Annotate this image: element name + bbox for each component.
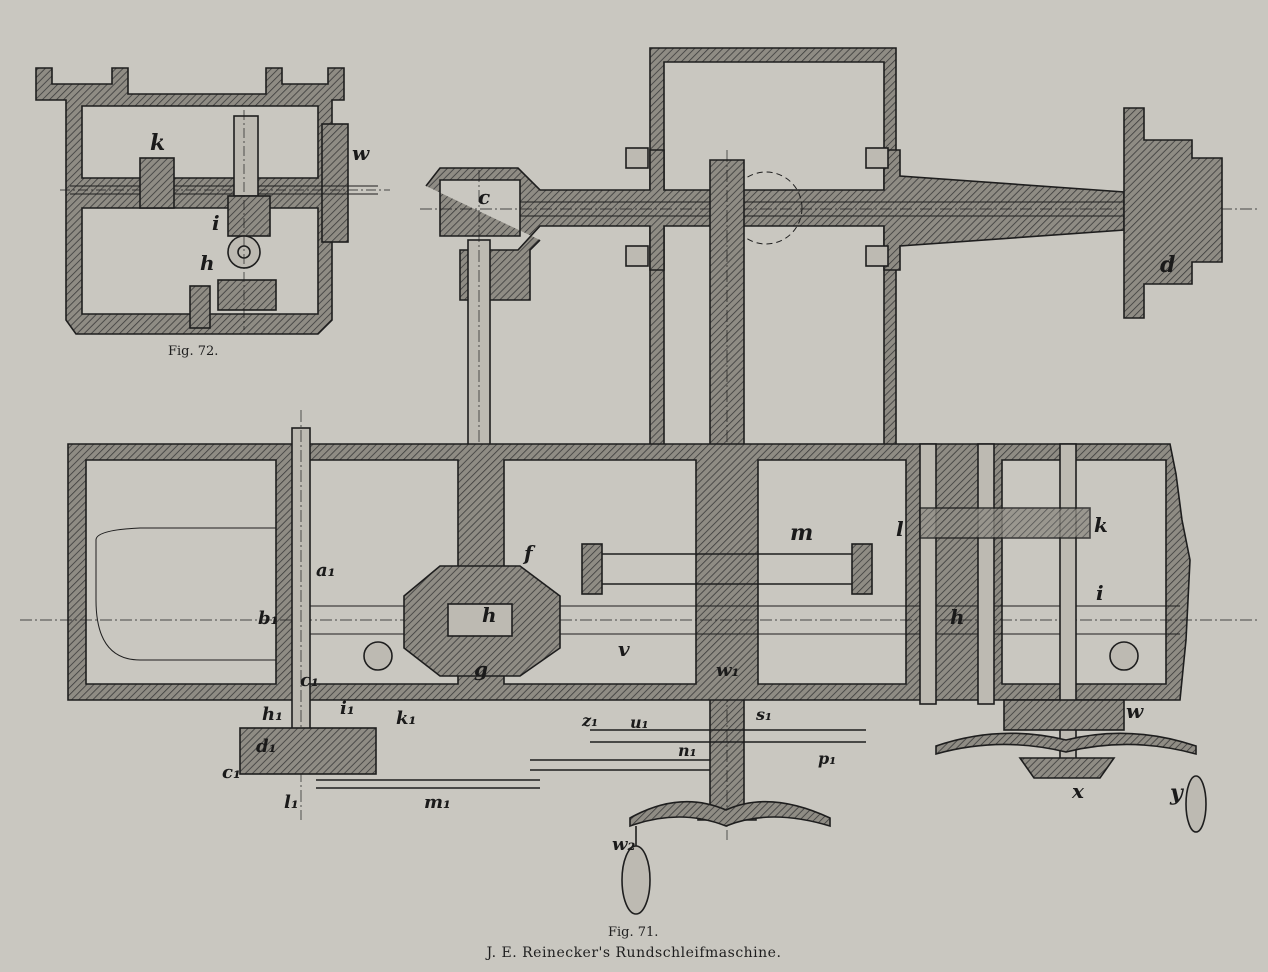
- fig72-vertical-shaft: [233, 115, 259, 197]
- label-w2: w₂: [612, 834, 635, 855]
- hub-x: [1018, 757, 1116, 779]
- label-y: y: [1169, 780, 1185, 806]
- label-c1-upper: c₁: [300, 670, 319, 691]
- label-v: v: [618, 637, 630, 661]
- label-m: m: [790, 520, 813, 546]
- label-x: x: [1071, 779, 1085, 803]
- label-g: g: [474, 657, 488, 681]
- label-h-main: h: [482, 603, 497, 627]
- slide-guide: [95, 527, 277, 661]
- fig71-main: [20, 47, 1260, 915]
- top-frame: [649, 47, 897, 457]
- label-d: d: [1160, 252, 1175, 278]
- label-h-right: h: [950, 605, 965, 629]
- label-w1: w₁: [716, 660, 739, 681]
- label-l1: l₁: [284, 792, 299, 813]
- feed-box-d1: [239, 727, 377, 775]
- label-fig72-i: i: [212, 211, 220, 235]
- gear-k: [919, 507, 1091, 539]
- label-k: k: [1094, 513, 1108, 537]
- label-u1: u₁: [630, 713, 649, 732]
- label-w-right: w: [1126, 699, 1144, 723]
- grinding-wheel-d: [1123, 107, 1223, 319]
- label-f: f: [522, 541, 536, 565]
- caption-fig71: Fig. 71.: [608, 925, 659, 940]
- part-labels: k w i h c d f g h h m l k i v w₁ a₁ b₁ c…: [150, 130, 1185, 855]
- handwheel-x: [935, 732, 1197, 756]
- label-a1: a₁: [316, 560, 336, 581]
- label-d1: d₁: [256, 736, 276, 757]
- label-i1: i₁: [340, 698, 355, 719]
- nut-left: [363, 641, 393, 671]
- label-h1: h₁: [262, 704, 283, 725]
- label-fig72-h: h: [200, 251, 215, 275]
- label-k1: k₁: [396, 708, 416, 729]
- label-s1: s₁: [755, 705, 772, 724]
- label-z1: z₁: [581, 711, 598, 730]
- handwheel-w2: [629, 800, 831, 828]
- label-fig72-w: w: [352, 141, 370, 165]
- label-n1: n₁: [678, 741, 697, 760]
- fig72-gear-k: [139, 157, 175, 209]
- handle-y: [1185, 775, 1207, 833]
- caption-fig72: Fig. 72.: [168, 344, 219, 359]
- label-c: c: [478, 185, 490, 209]
- fig72-section: [35, 67, 390, 335]
- label-b1: b₁: [258, 608, 278, 629]
- bed-frame: [67, 443, 1191, 701]
- bearing-w: [1003, 699, 1125, 731]
- handle-w2: [621, 845, 651, 915]
- drum-m: [581, 543, 603, 595]
- label-i: i: [1096, 581, 1104, 605]
- label-m1: m₁: [424, 792, 451, 813]
- frame-bolts: [625, 147, 889, 267]
- spindle-housing: [425, 149, 1125, 301]
- label-p1: p₁: [818, 749, 836, 768]
- label-fig72-k: k: [150, 130, 165, 156]
- label-l: l: [896, 517, 904, 541]
- fig72-wheel-w: [321, 123, 349, 243]
- label-c1-lower: c₁: [222, 762, 241, 783]
- caption-title: J. E. Reinecker's Rundschleifmaschine.: [486, 945, 782, 961]
